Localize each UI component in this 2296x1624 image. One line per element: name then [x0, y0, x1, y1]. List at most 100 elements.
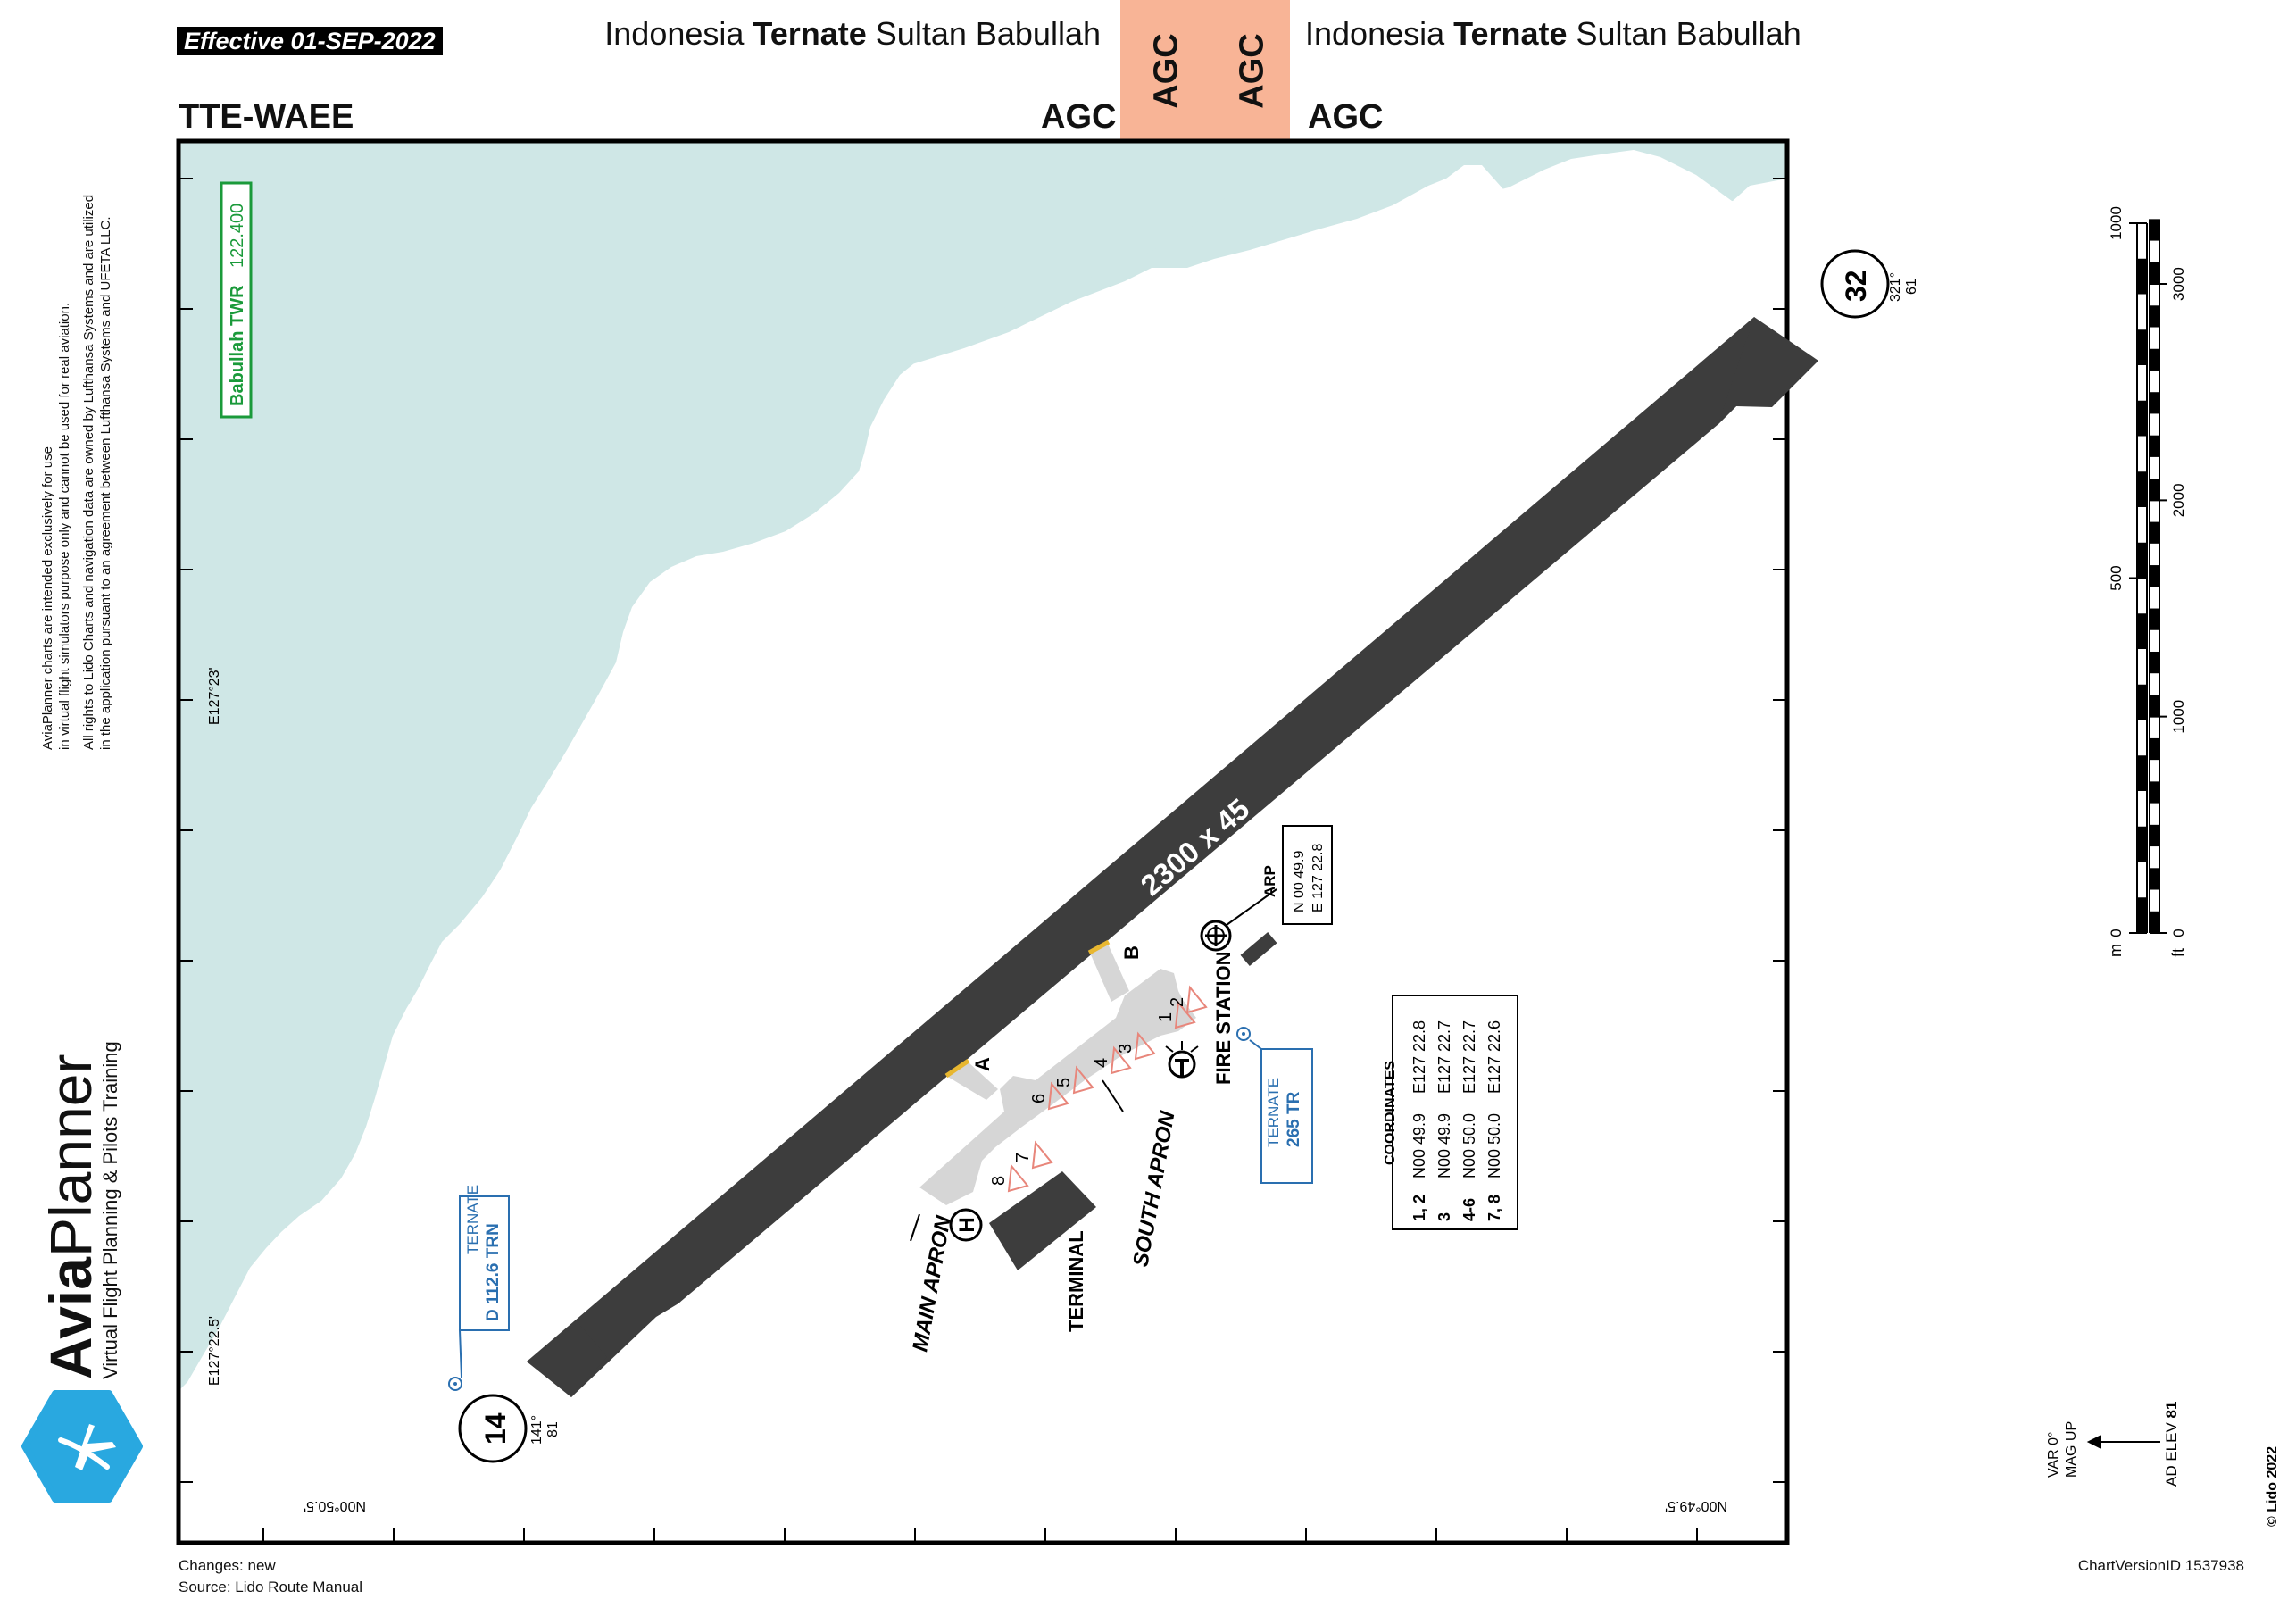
scale-ft-segment [2150, 651, 2159, 674]
scale-ft-segment [2150, 305, 2159, 328]
heliport-icon [949, 1208, 983, 1242]
stand-number: 4 [1092, 1058, 1111, 1068]
sea-area-west [179, 141, 1299, 1391]
scale-m-segment [2138, 471, 2146, 507]
chart-frame [176, 138, 1790, 1545]
threshold-32-elev: 61 [1904, 279, 1919, 295]
longitude-label-top: E127°23' [207, 667, 222, 725]
apron [919, 969, 1196, 1205]
fire-station-label: FIRE STATION [1212, 951, 1235, 1085]
ad-elevation: AD ELEV 81 [2163, 1402, 2180, 1487]
runway [527, 317, 1794, 1397]
airport-label: Sultan Babullah [866, 15, 1101, 52]
threshold-14-id: 14 [479, 1412, 512, 1445]
scale-ft-segment [2150, 262, 2159, 285]
taxiway-b [1089, 942, 1129, 1002]
coord-lat: N00 49.9 [1435, 1113, 1453, 1178]
arp-lat: N 00 49.9 [1292, 851, 1307, 912]
taxiway-label-b: B [1120, 945, 1143, 960]
longitude-label-bottom: E127°22.5' [207, 1316, 222, 1386]
stand-marker [1185, 985, 1208, 1014]
coord-lat: N00 50.0 [1485, 1113, 1503, 1178]
scale-ft-segment [2150, 608, 2159, 630]
scale-ft-segment [2150, 348, 2159, 371]
city-label: Ternate [753, 15, 867, 52]
scale-m-segment [2138, 897, 2146, 933]
arp-title: ARP [1261, 865, 1278, 897]
vor-icon [448, 1377, 462, 1391]
vor-ident: D 112.6 TRN [484, 1223, 503, 1321]
scale-m-segment [2138, 755, 2146, 791]
fire-station-building [1240, 932, 1277, 966]
stand-marker [1047, 1081, 1069, 1111]
scale-ft-segment [2150, 479, 2159, 501]
threshold-14-marker [458, 1394, 528, 1463]
threshold-32-bearing: 321° [1888, 272, 1903, 302]
threshold-32-id: 32 [1840, 270, 1872, 302]
magnetic-north-arrow-icon [2086, 1435, 2160, 1449]
ndb-ident: 265 TR [1285, 1091, 1303, 1147]
stand-number: 3 [1116, 1044, 1136, 1054]
threshold-14-elev: 81 [545, 1421, 561, 1437]
tower-frequency: 122.400 [228, 204, 247, 268]
scale-m-segment [2138, 542, 2146, 579]
arp-icon-inner [1207, 927, 1225, 945]
scale-ft-segment [2150, 695, 2159, 717]
scale-m-unit: m [2107, 944, 2125, 957]
stand-marker [1110, 1045, 1132, 1075]
threshold-14-bearing: 141° [529, 1415, 545, 1445]
latitude-label-right: N00°49.5' [1665, 1498, 1727, 1513]
vor-name: TERNATE [464, 1185, 481, 1254]
airport-code: TTE-WAEE [179, 98, 354, 136]
stand-number: 2 [1168, 997, 1187, 1007]
scale-m-label: 500 [2108, 565, 2125, 590]
ndb-icon [1236, 1027, 1251, 1041]
leader-line [1102, 1079, 1124, 1112]
scale-ft-segment [2150, 565, 2159, 587]
scale-ft-label: 1000 [2170, 700, 2187, 734]
scale-ft-label: 0 [2170, 929, 2187, 937]
scale-ft-segment [2150, 521, 2159, 544]
tower-icon [1165, 1041, 1199, 1079]
aviaplanner-logo-icon [21, 1390, 143, 1503]
coord-lon: E127 22.8 [1410, 1020, 1428, 1094]
scale-m-segment [2138, 613, 2146, 649]
chart-type-label: AGC [1308, 98, 1384, 136]
scale-ft-segment [2150, 868, 2159, 890]
chart-version: ChartVersionID 1537938 [2077, 1557, 2244, 1574]
footer-left: Changes: new Source: Lido Route Manual [179, 1555, 362, 1598]
coordinates-table [1392, 995, 1518, 1230]
scale-ft-segment [2150, 781, 2159, 804]
coord-lon: E127 22.7 [1435, 1020, 1453, 1094]
copyright: © Lido 2022 [2265, 1446, 2280, 1527]
latitude-label-left: N00°50.5' [304, 1498, 366, 1513]
ndb-name: TERNATE [1265, 1078, 1282, 1147]
source-label: Source: Lido Route Manual [179, 1578, 363, 1595]
scale-ft-segment [2150, 911, 2159, 933]
terminal-label: TERMINAL [1065, 1230, 1087, 1332]
holding-point-a [944, 1058, 970, 1079]
scale-ft-segment [2150, 824, 2159, 847]
scale-ft-label: 3000 [2170, 267, 2187, 301]
stand-marker [1072, 1065, 1094, 1095]
leader-line [1226, 888, 1277, 926]
coordinates-title: COORDINATES [1383, 1061, 1398, 1165]
grid-ticks [179, 178, 1787, 1543]
coord-lon: E127 22.6 [1485, 1020, 1503, 1094]
vor-icon-dot [453, 1382, 457, 1386]
country-label: Indonesia [604, 15, 753, 52]
stand-marker [1134, 1031, 1156, 1061]
holding-point-b [1087, 939, 1111, 955]
scale-ft-segment [2150, 435, 2159, 457]
stand-marker [1031, 1140, 1053, 1170]
runway-blastpad [1718, 317, 1818, 424]
stand-number: 7 [1013, 1153, 1033, 1162]
effective-date-badge: Effective 01-SEP-2022 [177, 27, 443, 55]
tower-frequency-box[interactable] [220, 181, 253, 419]
stand-number: 6 [1029, 1094, 1049, 1103]
coord-lon: E127 22.7 [1460, 1020, 1478, 1094]
terminal-building [989, 1171, 1096, 1270]
scale-ft-segment [2150, 392, 2159, 414]
